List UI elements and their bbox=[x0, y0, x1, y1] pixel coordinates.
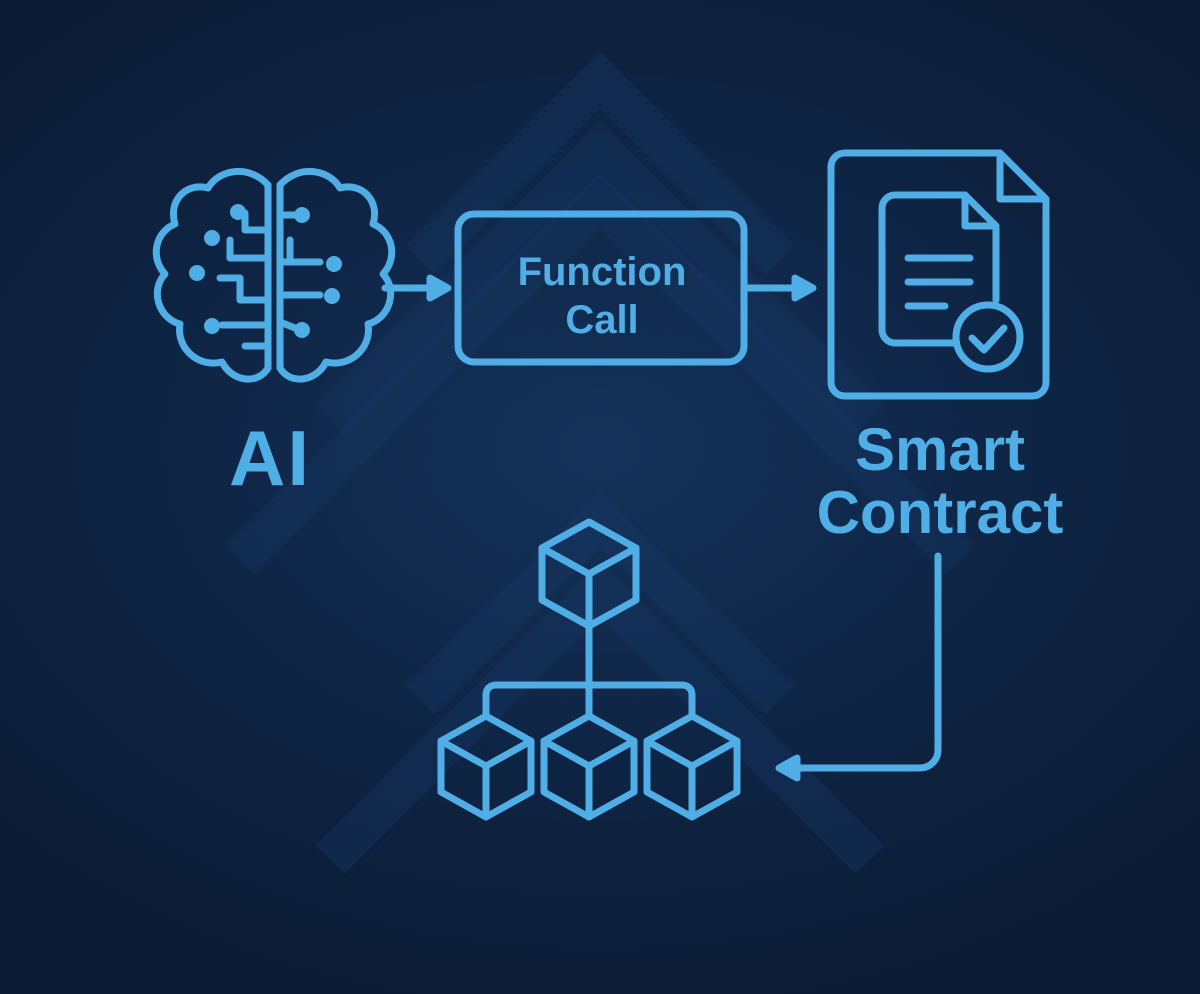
function-call-line2: Call bbox=[565, 298, 639, 342]
arrow-function-to-contract bbox=[744, 274, 817, 302]
function-call-label: Function Call bbox=[460, 248, 744, 344]
function-call-line1: Function bbox=[517, 250, 687, 294]
smart-contract-line2: Contract bbox=[816, 479, 1064, 546]
document-check-icon bbox=[827, 149, 1050, 400]
function-call-box bbox=[454, 210, 748, 366]
brain-circuit-icon bbox=[152, 167, 396, 383]
smart-contract-line1: Smart bbox=[854, 416, 1026, 483]
blockchain-cubes-icon bbox=[437, 518, 741, 821]
ai-label: AI bbox=[229, 414, 311, 502]
arrow-ai-to-function bbox=[381, 274, 452, 302]
arrow-contract-to-blockchain bbox=[775, 552, 942, 782]
smart-contract-label: Smart Contract bbox=[790, 418, 1090, 544]
